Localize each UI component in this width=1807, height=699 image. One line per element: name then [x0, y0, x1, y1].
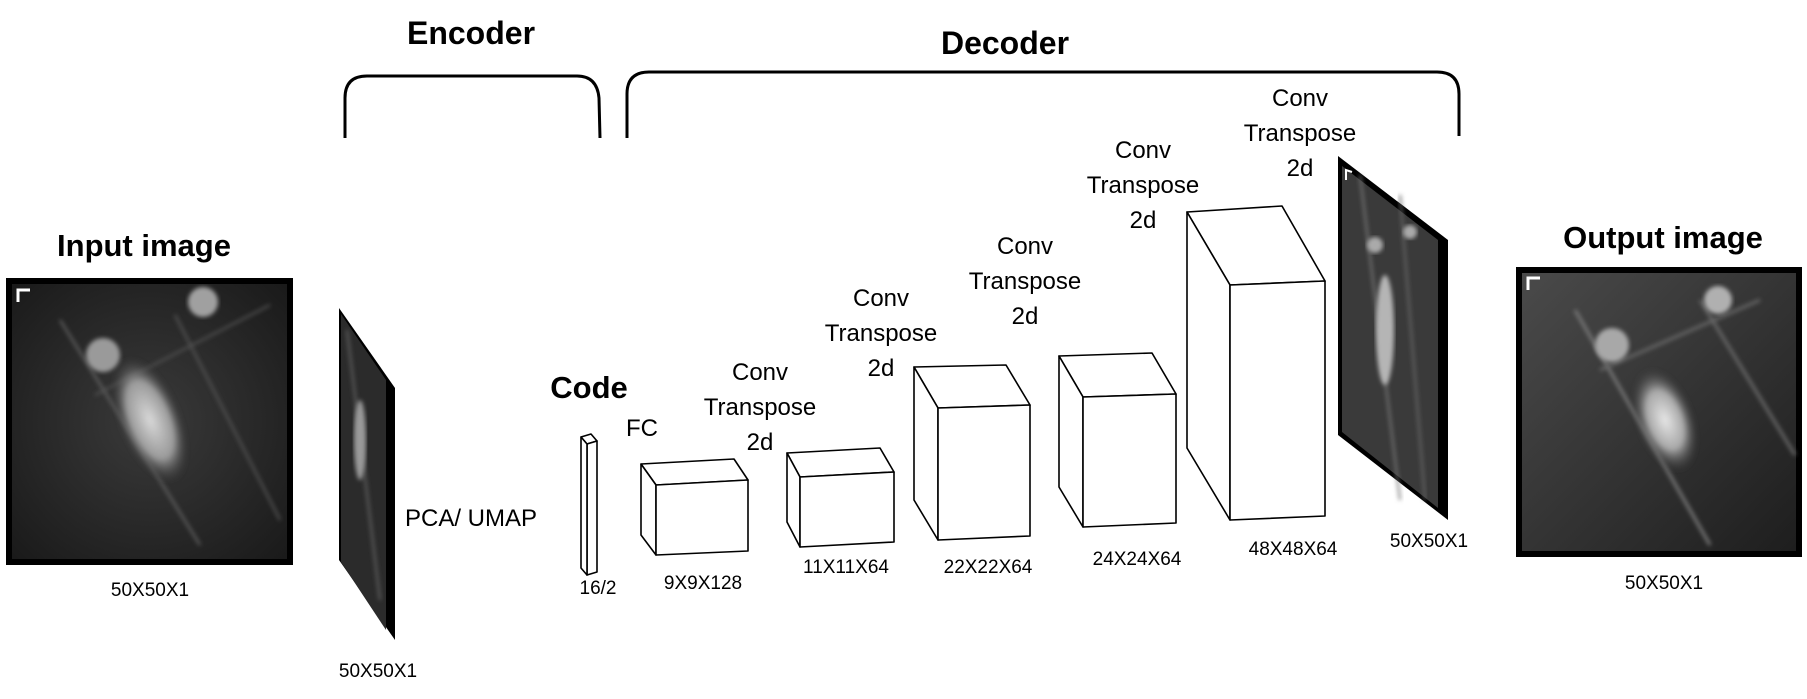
svg-text:2d: 2d	[868, 355, 895, 382]
svg-text:Conv: Conv	[997, 233, 1053, 260]
svg-text:Conv: Conv	[1115, 137, 1171, 164]
layer-box-11x11x64	[786, 447, 895, 548]
svg-text:Transpose: Transpose	[969, 268, 1082, 295]
svg-text:Transpose: Transpose	[1244, 120, 1357, 147]
conv-transpose-label-5: Conv Transpose 2d	[1244, 85, 1357, 182]
svg-text:Transpose: Transpose	[825, 320, 938, 347]
input-slab	[339, 308, 395, 640]
layer-box-9x9x128	[640, 458, 749, 556]
conv-transpose-label-4: Conv Transpose 2d	[1087, 137, 1200, 234]
output-dim-label: 50X50X1	[1625, 573, 1703, 594]
layer-dim-label-5: 48X48X64	[1249, 539, 1338, 560]
output-slab-dim-label: 50X50X1	[1390, 531, 1468, 552]
layer-dim-label-2: 11X11X64	[803, 557, 889, 578]
layer-dim-label-3: 22X22X64	[944, 557, 1033, 578]
svg-text:2d: 2d	[1012, 303, 1039, 330]
output-image-heading: Output image	[1563, 220, 1763, 255]
conv-transpose-label-3: Conv Transpose 2d	[969, 233, 1082, 330]
input-slab-dim-label: 50X50X1	[339, 661, 417, 682]
svg-text:Conv: Conv	[732, 359, 788, 386]
layer-box-24x24x64	[1058, 352, 1177, 528]
conv-transpose-label-2: Conv Transpose 2d	[825, 285, 938, 382]
code-dim-label: 16/2	[580, 578, 617, 599]
svg-text:Transpose: Transpose	[1087, 172, 1200, 199]
encoder-brace	[343, 74, 602, 139]
svg-text:2d: 2d	[1130, 207, 1157, 234]
input-image-heading: Input image	[57, 228, 231, 263]
encoder-heading: Encoder	[407, 15, 535, 51]
output-slab	[1338, 156, 1448, 520]
svg-text:2d: 2d	[747, 429, 774, 456]
layer-box-48x48x64	[1186, 205, 1326, 521]
decoder-heading: Decoder	[941, 25, 1069, 61]
decoder-brace	[625, 70, 1461, 138]
svg-text:Conv: Conv	[1272, 85, 1328, 112]
layer-box-22x22x64	[913, 364, 1031, 541]
conv-transpose-label-1: Conv Transpose 2d	[704, 359, 817, 456]
output-image	[1516, 267, 1802, 557]
input-dim-label: 50X50X1	[111, 580, 189, 601]
fc-label: FC	[626, 415, 658, 442]
svg-text:Transpose: Transpose	[704, 394, 817, 421]
layer-dim-label-4: 24X24X64	[1093, 549, 1182, 570]
svg-text:Conv: Conv	[853, 285, 909, 312]
input-image	[6, 278, 293, 565]
layer-dim-label-1: 9X9X128	[664, 573, 742, 594]
pca-umap-label: PCA/ UMAP	[405, 505, 537, 532]
code-heading: Code	[550, 370, 628, 405]
svg-text:2d: 2d	[1287, 155, 1314, 182]
code-vector	[580, 433, 598, 576]
